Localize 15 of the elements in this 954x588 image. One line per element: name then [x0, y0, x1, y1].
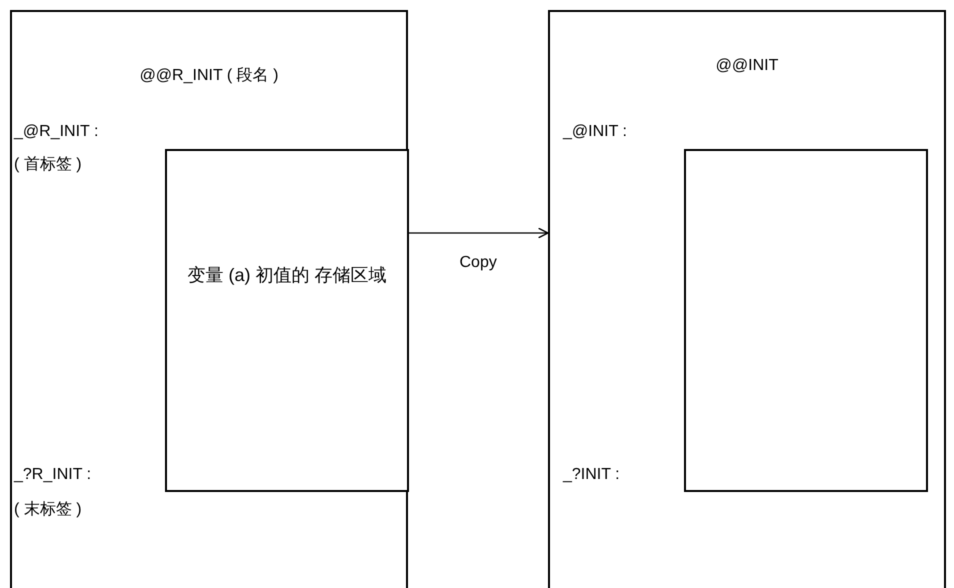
- area-label: 变量 (a) 初值的 存储区域: [186, 264, 388, 287]
- arrow: [408, 227, 549, 239]
- segment-name: @@INIT: [714, 56, 780, 76]
- label-name: _?R_INIT :: [14, 465, 92, 485]
- label-name: ( 末标签 ): [14, 500, 82, 520]
- label-name: _@INIT :: [563, 122, 627, 142]
- segment-box: [548, 10, 946, 588]
- memory-area-box: [165, 149, 409, 492]
- segment-box: [10, 10, 408, 588]
- label-name: _?INIT :: [563, 465, 620, 485]
- segment-name: @@R_INIT ( 段名 ): [138, 66, 280, 86]
- label-name: ( 首标签 ): [14, 155, 82, 175]
- memory-area-box: [684, 149, 928, 492]
- label-name: _@R_INIT :: [14, 122, 98, 142]
- edge-label: Copy: [458, 253, 499, 273]
